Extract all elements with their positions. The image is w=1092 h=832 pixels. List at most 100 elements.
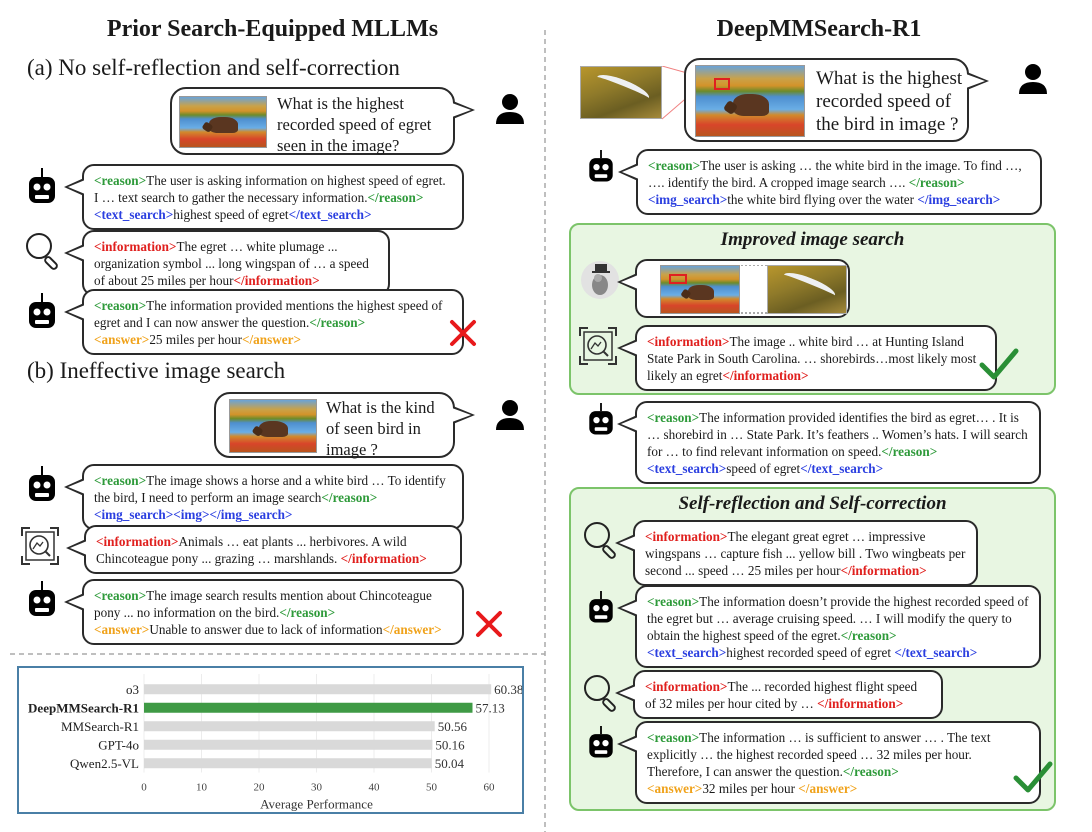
search-tag: <text_search>: [94, 207, 174, 222]
horse-egret-photo: [660, 265, 740, 314]
reason-tag: </reason>: [321, 490, 378, 505]
reflection-reason-1-bubble: <reason>The information doesn’t provide …: [617, 585, 1041, 668]
image-crop-bubble: [617, 259, 850, 318]
bubble-text: The image shows a horse and a white bird…: [94, 473, 446, 505]
x-tick-label: 20: [254, 782, 266, 794]
robot-icon: [589, 591, 613, 623]
reason-tag: <reason>: [647, 594, 700, 609]
red-x-icon: [450, 320, 476, 346]
x-tick-label: 60: [484, 782, 496, 794]
value-label: 60.38: [494, 682, 522, 697]
bar-o3: [144, 684, 492, 695]
answer-tag: <answer>: [94, 622, 150, 637]
reflection-information-1-bubble: <information>The elegant great egret … i…: [615, 520, 978, 586]
category-label: DeepMMSearch-R1: [28, 700, 139, 715]
image-search-icon: [579, 327, 617, 365]
section-a-title: (a) No self-reflection and self-correcti…: [27, 55, 400, 80]
section-b-question-bubble: What is the kind of seen bird in image ?: [214, 392, 475, 459]
answer-tag: <answer>: [647, 781, 703, 796]
reason-tag: </reason>: [309, 315, 366, 330]
bubble-text: the white bird flying over the water: [727, 192, 918, 207]
magnifier-icon: [26, 233, 58, 270]
bubble-text: Unable to answer due to lack of informat…: [149, 622, 383, 637]
cropped-egret-image: [580, 66, 662, 119]
right-question-bubble: What is the highest recorded speed of th…: [684, 58, 989, 142]
reflection-answer-bubble: <reason>The information … is sufficient …: [617, 721, 1041, 804]
bubble-text: The information … is sufficient to answe…: [647, 730, 991, 779]
bubble-text: The information provided mentions the hi…: [94, 298, 443, 330]
answer-tag: </answer>: [242, 332, 301, 347]
reason-tag: </reason>: [908, 175, 965, 190]
search-tag: <text_search>: [647, 645, 727, 660]
crop-zoom-lines: [741, 265, 769, 314]
bar-mmsearch-r1: [144, 721, 435, 732]
information-tag: </information>: [340, 551, 427, 566]
answer-tag: <answer>: [94, 332, 150, 347]
bubble-text: highest recorded speed of egret: [726, 645, 895, 660]
bar-gpt-4o: [144, 739, 433, 750]
bubble-text: The image .. white bird … at Hunting Isl…: [647, 334, 977, 383]
red-x-icon: [476, 611, 502, 637]
user-icon: [496, 400, 524, 430]
horse-egret-photo: [229, 399, 317, 453]
value-label: 50.16: [435, 737, 465, 752]
reason-tag: </reason>: [367, 190, 424, 205]
image-search-icon: [21, 527, 59, 565]
bubble-text: The user is asking information on highes…: [94, 173, 446, 205]
reason-tag: <reason>: [94, 298, 147, 313]
section-b-question-text: What is the kind of seen bird in image ?: [326, 398, 435, 459]
user-icon: [1019, 64, 1047, 94]
right-column-title: DeepMMSearch-R1: [716, 16, 922, 42]
information-tag: <information>: [645, 529, 728, 544]
reason-tag: </reason>: [842, 764, 899, 779]
robot-icon: [589, 726, 613, 758]
green-check-icon: [979, 348, 1019, 380]
information-tag: <information>: [647, 334, 730, 349]
bubble-text: The user is asking … the white bird in t…: [648, 158, 1022, 190]
search-tag: </img_search>: [917, 192, 1001, 207]
reason-tag: </reason>: [279, 605, 336, 620]
x-tick-label: 10: [196, 782, 208, 794]
x-tick-label: 50: [426, 782, 438, 794]
crop-region-box: [669, 274, 687, 284]
magnifier-icon: [584, 522, 616, 559]
bubble-text: The image search results mention about C…: [94, 588, 432, 620]
information-tag: <information>: [96, 534, 179, 549]
bubble-text: The information provided identifies the …: [647, 410, 1028, 459]
self-reflection-title: Self-reflection and Self-correction: [678, 493, 947, 514]
b-turn-2-information-bubble: <information>Animals … eat plants ... he…: [66, 525, 462, 574]
horse-egret-photo: [179, 96, 267, 148]
reason-tag: <reason>: [647, 730, 700, 745]
improved-information-bubble: <information>The image .. white bird … a…: [617, 325, 997, 391]
search-tag: </text_search>: [288, 207, 372, 222]
answer-tag: </answer>: [382, 622, 442, 637]
robot-icon: [589, 150, 613, 182]
value-label: 50.04: [435, 756, 465, 771]
a-turn-2-information-bubble: <information>The egret … white plumage .…: [64, 230, 390, 296]
user-icon: [496, 94, 524, 124]
bubble-text: Animals … eat plants ... herbivores. A w…: [96, 534, 407, 566]
magnifier-icon: [584, 675, 616, 712]
reflection-information-2-bubble: <information>The ... recorded highest fl…: [615, 670, 943, 719]
information-tag: </information>: [840, 563, 927, 578]
cartoon-avatar-icon: [581, 261, 619, 299]
bubble-text: The egret … white plumage ... organizati…: [94, 239, 369, 288]
bubble-text: highest speed of egret: [173, 207, 289, 222]
robot-icon: [29, 293, 55, 328]
right-question-text: What is the highest recorded speed of th…: [816, 68, 963, 135]
green-check-icon: [1013, 761, 1053, 793]
robot-icon: [29, 466, 55, 501]
category-label: o3: [126, 682, 139, 697]
x-tick-label: 0: [141, 782, 147, 794]
cropped-egret-image: [767, 265, 847, 314]
reason-tag: <reason>: [94, 588, 147, 603]
section-a-question-bubble: What is the highest recorded speed of eg…: [170, 87, 475, 155]
bubble-text: The elegant great egret … impressive win…: [645, 529, 966, 578]
x-tick-label: 40: [369, 782, 381, 794]
bubble-text: speed of egret: [726, 461, 801, 476]
search-tag: <text_search>: [647, 461, 727, 476]
robot-icon: [29, 581, 55, 616]
crop-region-box: [714, 78, 730, 90]
horse-egret-photo: [695, 65, 805, 137]
reason-tag: <reason>: [94, 473, 147, 488]
